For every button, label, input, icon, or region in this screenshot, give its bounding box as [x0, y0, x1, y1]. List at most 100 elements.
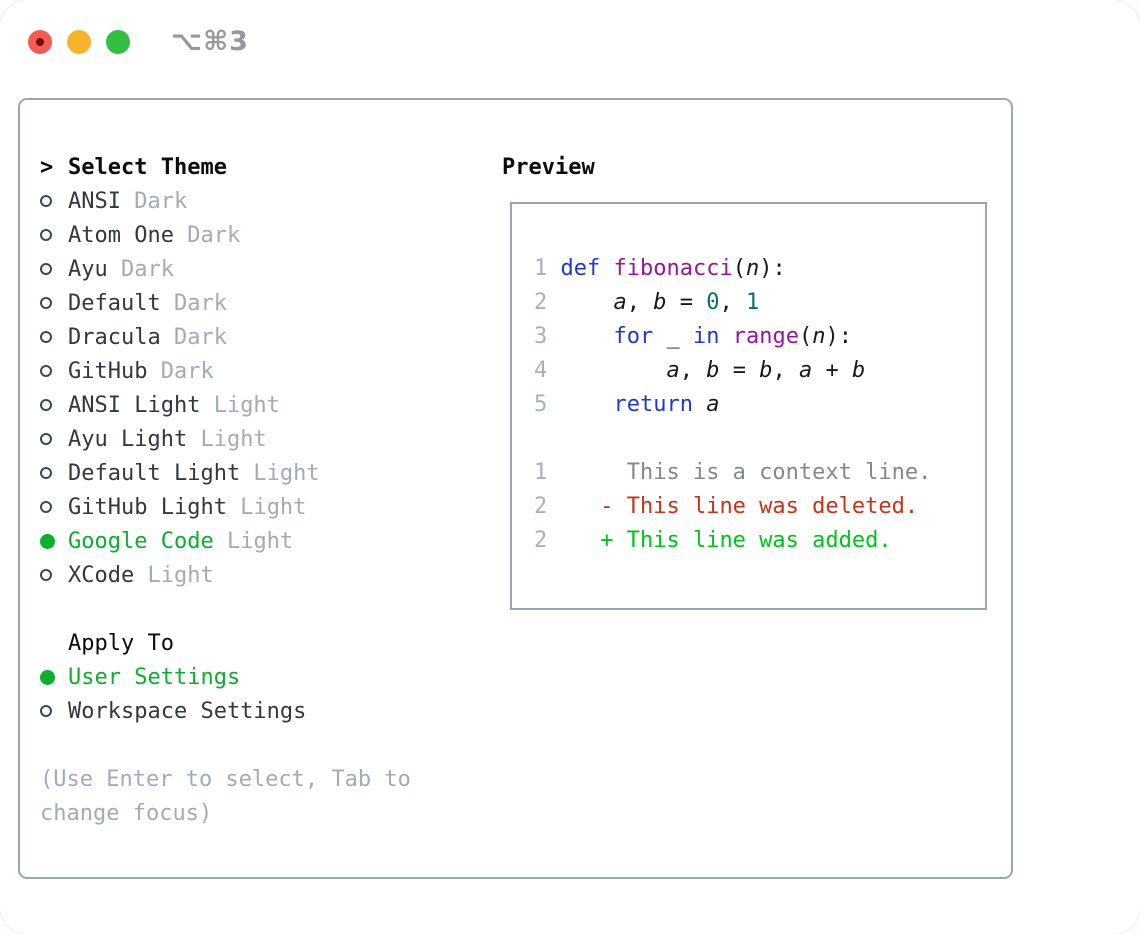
- radio-cell: [40, 399, 68, 411]
- theme-option-ansi-light[interactable]: ANSI Light Light: [40, 388, 411, 422]
- zoom-button[interactable]: [106, 29, 130, 54]
- theme-option-xcode[interactable]: XCode Light: [40, 558, 411, 592]
- theme-option-ayu[interactable]: Ayu Dark: [40, 252, 411, 286]
- radio-icon: [40, 195, 52, 207]
- radio-icon: [40, 467, 52, 479]
- code-token-lineno: 2: [534, 528, 548, 553]
- code-token-plain: [693, 392, 706, 417]
- theme-option-name: ANSI Light: [68, 392, 201, 418]
- code-token-lineno: 1: [534, 256, 561, 281]
- theme-option-name: GitHub Light: [68, 494, 227, 520]
- code-token-plain: =: [719, 358, 760, 383]
- code-token-plain: (: [798, 324, 813, 349]
- theme-option-name: ANSI: [68, 188, 121, 214]
- theme-option-ansi[interactable]: ANSI Dark: [40, 184, 411, 218]
- theme-option-atom-one[interactable]: Atom One Dark: [40, 218, 411, 252]
- code-line: 2 a, b = 0, 1: [534, 286, 985, 320]
- code-token-deleted: - This line was deleted.: [600, 494, 919, 519]
- code-token-var: b: [759, 358, 773, 383]
- minimize-button[interactable]: [67, 29, 91, 54]
- code-token-lineno: 3: [534, 324, 561, 349]
- theme-variant: Dark: [147, 358, 214, 384]
- theme-variant: Light: [200, 392, 280, 418]
- code-line: 2 + This line was added.: [534, 524, 985, 558]
- radio-cell: [40, 467, 68, 479]
- code-token-plain: _: [653, 324, 693, 349]
- radio-icon: [40, 501, 52, 513]
- theme-option-ayu-light[interactable]: Ayu Light Light: [40, 422, 411, 456]
- apply-option-user-settings[interactable]: User Settings: [40, 660, 411, 694]
- hint-text-line-2: change focus): [40, 800, 213, 826]
- radio-cell: [40, 195, 68, 207]
- theme-option-dracula[interactable]: Dracula Dark: [40, 320, 411, 354]
- theme-option-google-code[interactable]: Google Code Light: [40, 524, 411, 558]
- code-token-lineno: 4: [534, 358, 561, 383]
- radio-icon: [40, 365, 52, 377]
- code-token-var: n: [812, 324, 826, 349]
- code-line: 2 - This line was deleted.: [534, 490, 985, 524]
- window-shortcut: ⌥⌘3: [171, 26, 249, 57]
- code-token-plain: ,: [679, 358, 707, 383]
- theme-option-name: XCode: [68, 562, 135, 588]
- code-token-lineno: 5: [534, 392, 561, 417]
- code-token-plain: [600, 256, 613, 281]
- code-line: [534, 422, 985, 456]
- theme-option-name: Ayu: [68, 256, 108, 282]
- theme-variant: Dark: [107, 256, 174, 282]
- code-token-added: + This line was added.: [600, 528, 892, 553]
- theme-option-name: GitHub: [68, 358, 148, 384]
- code-token-plain: ,: [772, 358, 799, 383]
- code-token-num: 1: [745, 290, 760, 315]
- apply-to-header: Apply To: [40, 626, 411, 660]
- theme-variant: Dark: [160, 290, 227, 316]
- close-button[interactable]: [28, 29, 52, 54]
- code-token-num: 0: [706, 290, 720, 315]
- theme-option-name: Atom One: [68, 222, 174, 248]
- radio-cell: [40, 533, 68, 549]
- radio-cell: [40, 331, 68, 343]
- theme-option-default-light[interactable]: Default Light Light: [40, 456, 411, 490]
- code-token-kw: return: [613, 392, 693, 417]
- code-token-var: b: [706, 358, 720, 383]
- theme-option-default[interactable]: Default Dark: [40, 286, 411, 320]
- theme-variant: Light: [240, 460, 320, 486]
- radio-icon: [40, 433, 52, 445]
- radio-cell: [40, 705, 68, 717]
- radio-cell: [40, 433, 68, 445]
- selection-caret-cell: >: [40, 155, 68, 180]
- code-token-plain: =: [666, 290, 707, 315]
- code-token-var: a: [666, 358, 680, 383]
- theme-variant: Light: [213, 528, 294, 554]
- code-token-plain: ,: [626, 290, 654, 315]
- apply-option-workspace-settings[interactable]: Workspace Settings: [40, 694, 411, 728]
- theme-variant: Dark: [120, 188, 188, 214]
- theme-option-github-light[interactable]: GitHub Light Light: [40, 490, 411, 524]
- code-token-var: a: [798, 358, 813, 383]
- select-theme-label: Select Theme: [68, 154, 227, 180]
- code-token-lineno: 1: [534, 460, 548, 485]
- apply-option-name: User Settings: [68, 664, 241, 690]
- select-theme-header: > Select Theme: [40, 150, 411, 184]
- radio-icon: [40, 705, 52, 717]
- radio-cell: [40, 569, 68, 581]
- code-line: 5 return a: [534, 388, 985, 422]
- preview-title: Preview: [502, 154, 595, 180]
- theme-option-name: Dracula: [68, 324, 161, 350]
- theme-variant: Dark: [173, 222, 241, 248]
- code-token-fn: range: [732, 324, 799, 349]
- theme-option-name: Default: [68, 290, 161, 316]
- theme-variant: Light: [134, 562, 214, 588]
- hint-text-line-1: (Use Enter to select, Tab to: [40, 766, 411, 792]
- theme-option-name: Default Light: [68, 460, 241, 486]
- radio-icon: [40, 297, 52, 309]
- theme-variant: Light: [226, 494, 307, 520]
- code-token-plain: ,: [719, 290, 746, 315]
- theme-option-github[interactable]: GitHub Dark: [40, 354, 411, 388]
- apply-to-label: Apply To: [68, 630, 174, 656]
- selection-caret-icon: >: [40, 154, 54, 180]
- code-token-plain: [561, 358, 667, 383]
- spacer: [40, 728, 411, 762]
- code-token-plain: [561, 324, 614, 349]
